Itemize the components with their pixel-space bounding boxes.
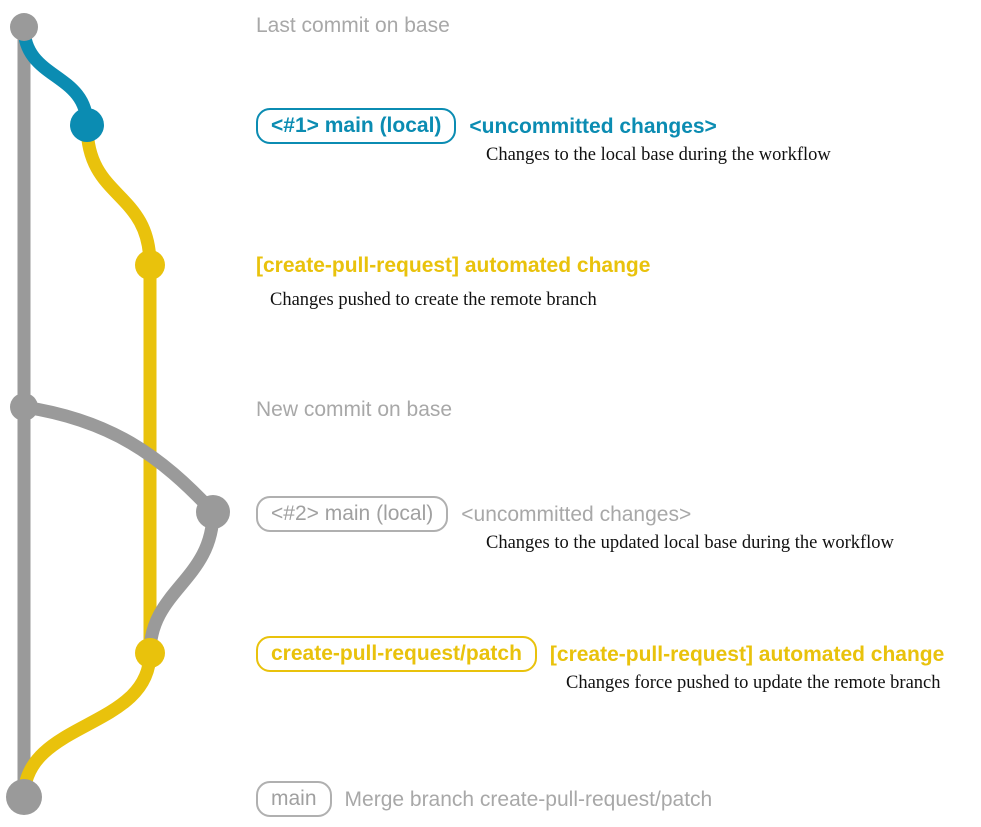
commit-row-merge: main Merge branch create-pull-request/pa… <box>256 781 712 817</box>
commit-note-remote-1: Changes pushed to create the remote bran… <box>270 290 597 310</box>
commit-message-last-commit-on-base: Last commit on base <box>256 14 450 37</box>
commit-note-remote-2: Changes force pushed to update the remot… <box>566 673 941 693</box>
commit-message-remote-2: [create-pull-request] automated change <box>549 642 945 666</box>
commit-note-local-2: Changes to the updated local base during… <box>486 533 894 553</box>
commit-dot-remote-2[interactable] <box>135 638 165 668</box>
branch-line-merge <box>17 646 157 804</box>
commit-dot-base-head[interactable] <box>10 13 38 41</box>
branch-badge-local-1[interactable]: <#1> main (local) <box>256 108 457 144</box>
branch-badge-remote-2[interactable]: create-pull-request/patch <box>256 636 537 672</box>
commit-message-local-2: <uncommitted changes> <box>461 502 692 526</box>
commit-dot-local-2[interactable] <box>196 495 230 529</box>
commit-dot-base-new[interactable] <box>10 393 38 421</box>
commit-row-remote-2: create-pull-request/patch [create-pull-r… <box>256 636 944 672</box>
branch-line-remote-create <box>80 118 157 272</box>
branch-graph <box>6 13 230 815</box>
branch-badge-main[interactable]: main <box>256 781 332 817</box>
commit-dot-merge[interactable] <box>6 779 42 815</box>
branch-badge-local-2[interactable]: <#2> main (local) <box>256 496 449 532</box>
branch-line-force-push <box>143 505 220 660</box>
commit-message-remote-1: [create-pull-request] automated change <box>256 254 651 277</box>
commit-dot-local-1[interactable] <box>70 108 104 142</box>
branch-line-local-1 <box>17 20 94 132</box>
commit-message-local-1: <uncommitted changes> <box>469 114 717 138</box>
branch-line-updated-local <box>17 400 220 519</box>
commit-message-new-commit-on-base: New commit on base <box>256 398 453 421</box>
commit-note-local-1: Changes to the local base during the wor… <box>486 145 831 165</box>
commit-row-local-2: <#2> main (local) <uncommitted changes> <box>256 496 691 532</box>
commit-row-local-1: <#1> main (local) <uncommitted changes> <box>256 108 717 144</box>
commit-dot-remote-1[interactable] <box>135 250 165 280</box>
commit-message-merge: Merge branch create-pull-request/patch <box>344 787 713 811</box>
